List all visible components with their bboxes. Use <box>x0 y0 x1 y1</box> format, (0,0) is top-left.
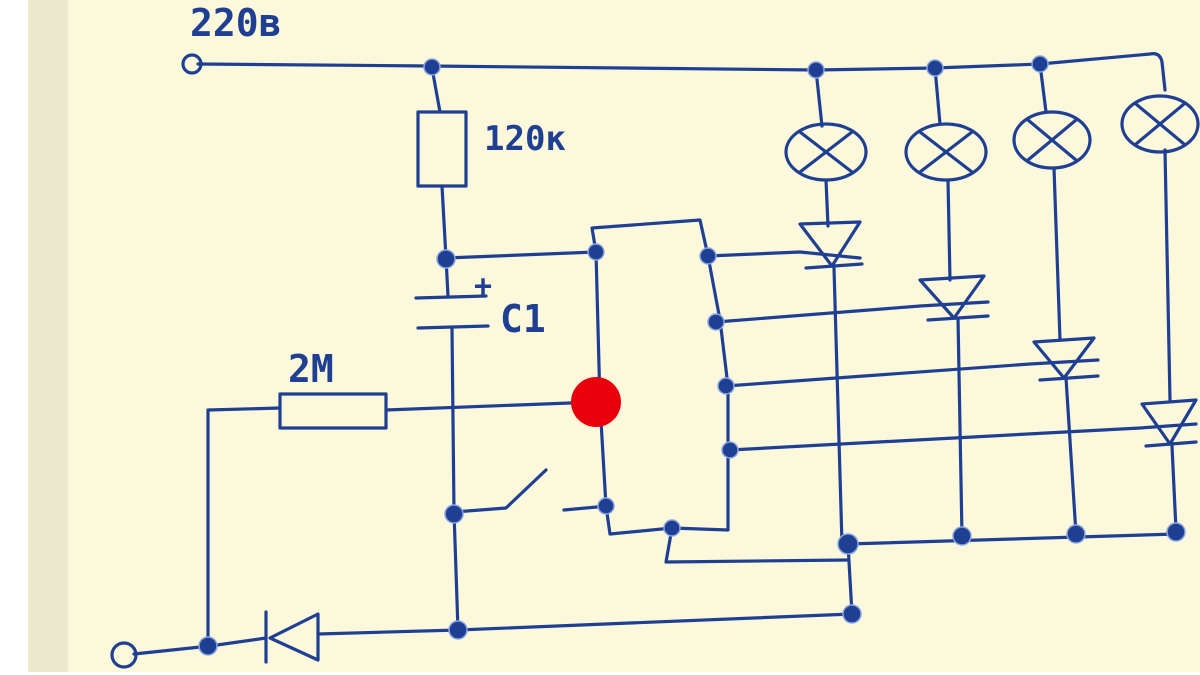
resistor-120k <box>416 110 468 188</box>
diode-3 <box>1032 336 1100 382</box>
lamp-3 <box>1012 110 1092 170</box>
diode-4 <box>1140 398 1198 448</box>
terminal-input <box>110 641 138 669</box>
wire-lamp4-bottom <box>1170 444 1178 532</box>
label-capacitor-polarity: + <box>474 269 492 304</box>
red-marker-dot <box>571 377 621 427</box>
diodes <box>264 220 1198 664</box>
label-resistor-2m: 2М <box>288 347 334 391</box>
label-capacitor-c1: C1 <box>500 297 546 341</box>
wire-2m-left <box>206 406 282 646</box>
wire-common-to-ground <box>846 542 854 616</box>
wire-lamp3-diode <box>1052 166 1062 342</box>
lamps <box>784 94 1200 182</box>
supply-rail-wire <box>196 52 1167 92</box>
diode-1 <box>798 220 864 270</box>
wire-common-bottom <box>846 532 1178 546</box>
paper-sheet <box>28 0 1200 672</box>
terminal-supply <box>181 53 203 75</box>
resistor-2m <box>278 392 388 430</box>
wire-lamp2-top <box>933 66 942 126</box>
capacitor-plate-bottom <box>416 324 490 330</box>
wire-2m-right <box>384 400 598 412</box>
wire-lamp3-bottom <box>1064 376 1078 536</box>
wire-lamp2-diode <box>946 178 952 282</box>
wire-lamp1-diode <box>824 178 830 228</box>
wire-lamp4-diode <box>1163 148 1172 402</box>
wire-output-4 <box>728 422 1198 452</box>
paper-left-shade <box>28 0 68 672</box>
switch-blade <box>452 468 548 514</box>
wire-to-chip-pin1 <box>444 250 598 260</box>
label-supply-voltage: 220в <box>190 1 282 45</box>
wire-lamp1-top <box>814 68 824 128</box>
label-resistor-120k: 120к <box>484 119 566 159</box>
wire-lamp2-bottom <box>956 316 964 538</box>
wire-lamp1-bottom <box>832 266 844 546</box>
lamp-2 <box>904 122 988 182</box>
junction-dots <box>198 55 1186 656</box>
lamp-1 <box>784 122 868 182</box>
capacitor-plate-top <box>414 294 488 300</box>
wire-resistor-to-node <box>440 184 448 260</box>
diode-input <box>264 610 320 664</box>
wire-chip-to-common <box>664 526 850 564</box>
diode-2 <box>918 274 990 322</box>
lamp-4 <box>1120 94 1200 154</box>
capacitor-c1 <box>414 294 490 330</box>
